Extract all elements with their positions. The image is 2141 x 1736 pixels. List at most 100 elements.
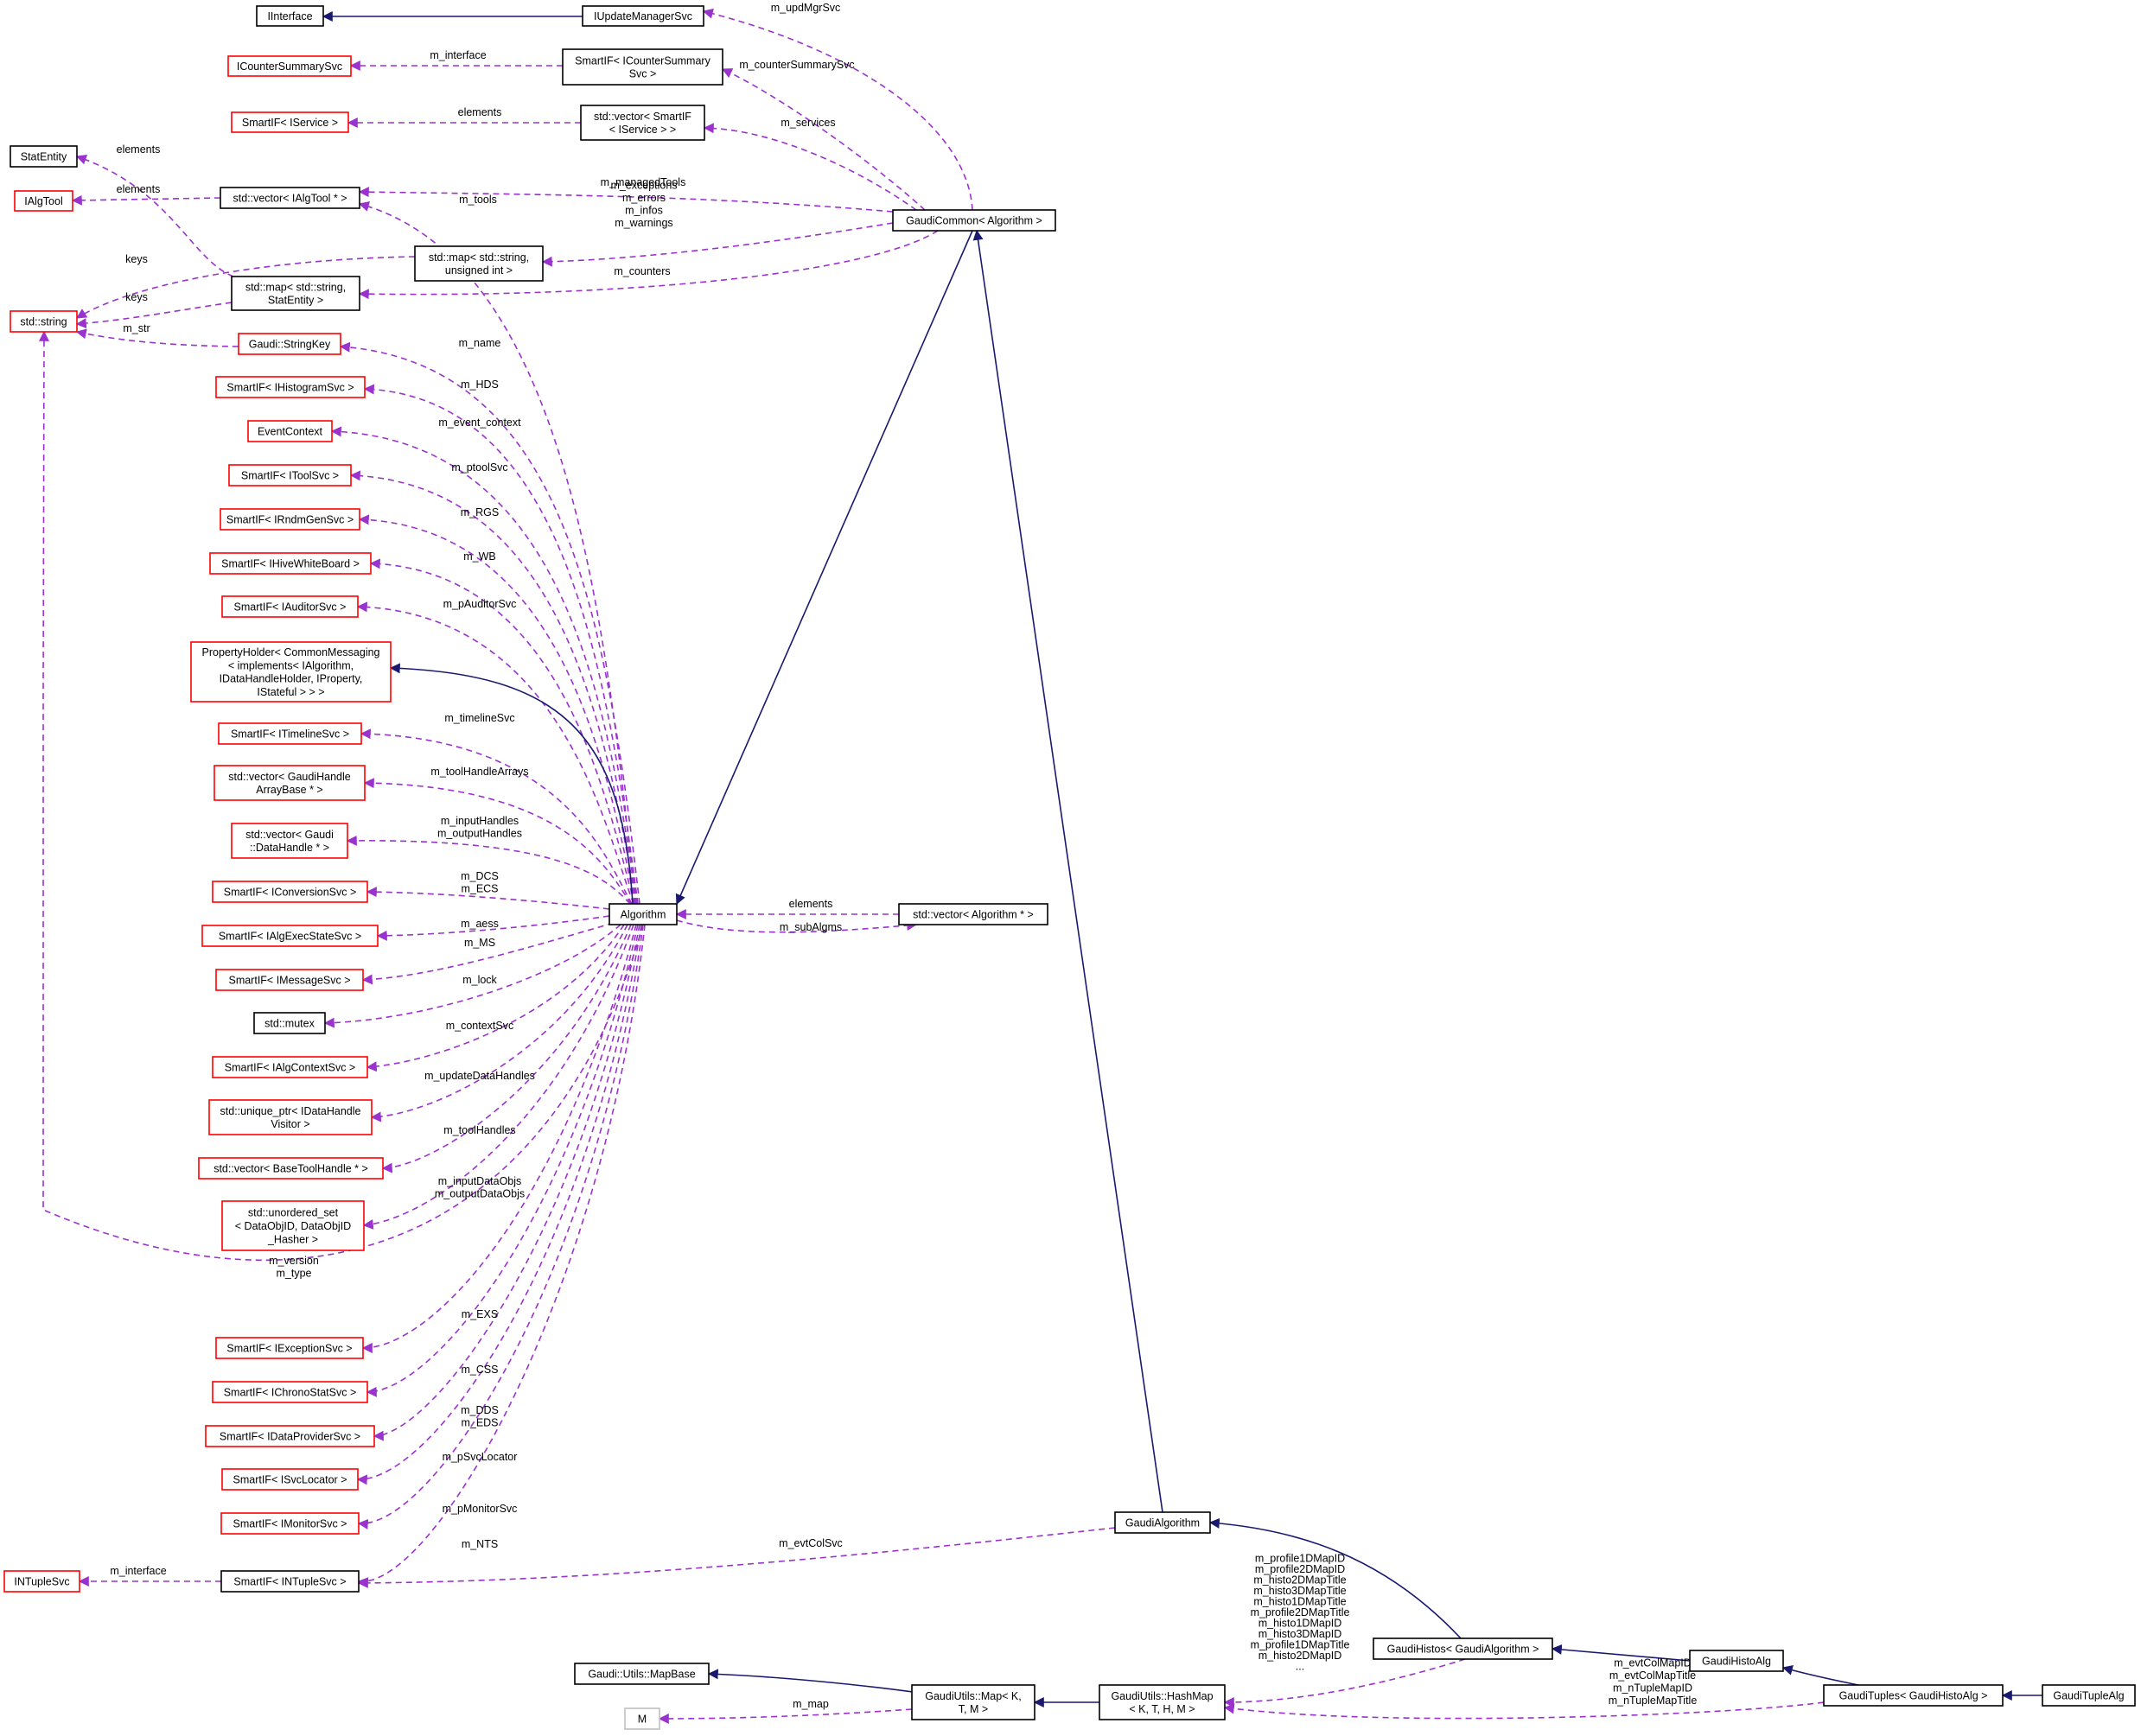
class-node-gaudituples-gaudihistoalg[interactable]: GaudiTuples< GaudiHistoAlg > xyxy=(1823,1684,2004,1707)
class-node-smartif-iauditorsvc[interactable]: SmartIF< IAuditorSvc > xyxy=(221,595,359,618)
class-node-smartif-imessagesvc[interactable]: SmartIF< IMessageSvc > xyxy=(215,969,364,991)
edge-label: m_type xyxy=(277,1267,312,1279)
class-node-smartif-iservice[interactable]: SmartIF< IService > xyxy=(231,111,349,133)
class-node-gaudi-stringkey[interactable]: Gaudi::StringKey xyxy=(238,333,341,355)
edge-label: m_inputDataObjs xyxy=(438,1175,522,1187)
class-node-smartif-itoolsvc[interactable]: SmartIF< IToolSvc > xyxy=(228,464,352,486)
class-node-ialgtool[interactable]: IAlgTool xyxy=(14,190,73,212)
node-label-line: std::mutex xyxy=(264,1018,315,1030)
class-node-std-string[interactable]: std::string xyxy=(10,310,78,333)
edge-label: m_WB xyxy=(463,550,496,563)
class-node-smartif-ihistogramsvc[interactable]: SmartIF< IHistogramSvc > xyxy=(215,376,366,398)
class-node-gaudi-utils-mapbase[interactable]: Gaudi::Utils::MapBase xyxy=(574,1663,710,1685)
edge-label: m_evtColSvc xyxy=(779,1537,843,1549)
node-box xyxy=(231,823,348,859)
inheritance-edge-gaudiutils-map-to-gaudi-utils-mapbase xyxy=(707,1669,926,1695)
class-node-smartif-ialgexecstatesvc[interactable]: SmartIF< IAlgExecStateSvc > xyxy=(201,925,379,947)
node-box xyxy=(256,5,324,27)
edge-label: m_managedTools xyxy=(601,176,686,188)
class-node-smartif-idataprovidersvc[interactable]: SmartIF< IDataProviderSvc > xyxy=(205,1425,375,1447)
class-node-smartif-iexceptionsvc[interactable]: SmartIF< IExceptionSvc > xyxy=(215,1337,364,1359)
class-node-gaudituplealg[interactable]: GaudiTupleAlg xyxy=(2042,1684,2136,1707)
node-box xyxy=(221,595,359,618)
class-node-m[interactable]: M xyxy=(624,1707,660,1730)
node-label-line: SmartIF< IMessageSvc > xyxy=(228,975,350,987)
edge-label: m_profile1DMapTitle xyxy=(1251,1639,1350,1651)
class-node-vector-basetoolhandle[interactable]: std::vector< BaseToolHandle * > xyxy=(198,1157,384,1180)
class-node-gaudiutils-hashmap[interactable]: GaudiUtils::HashMap< K, T, H, M > xyxy=(1099,1684,1226,1720)
edges-layer xyxy=(38,8,2042,1724)
class-node-icountersummarysvc[interactable]: ICounterSummarySvc xyxy=(227,55,352,77)
node-label-line: SmartIF< IToolSvc > xyxy=(241,470,339,482)
inheritance-edge-gaudituples-gaudihistoalg-to-gaudihistoalg xyxy=(1781,1665,1859,1686)
class-node-vector-ialgtool[interactable]: std::vector< IAlgTool * > xyxy=(220,187,360,209)
class-node-smartif-iconversionsvc[interactable]: SmartIF< IConversionSvc > xyxy=(212,881,368,903)
class-node-intuplesvc[interactable]: INTupleSvc xyxy=(3,1570,80,1593)
member-edge-vector-ialgtool-to-ialgtool xyxy=(71,194,221,206)
class-node-vector-smartif-iservice[interactable]: std::vector< SmartIF< IService > > xyxy=(580,105,705,141)
class-node-std-mutex[interactable]: std::mutex xyxy=(253,1012,326,1034)
node-box xyxy=(218,722,362,745)
class-node-gaudicommon-algorithm[interactable]: GaudiCommon< Algorithm > xyxy=(892,209,1056,232)
node-box xyxy=(212,1056,368,1078)
node-box xyxy=(231,111,349,133)
node-box xyxy=(892,209,1056,232)
node-box xyxy=(1099,1684,1226,1720)
edge-label: m_lock xyxy=(462,974,497,986)
node-box xyxy=(574,1663,710,1685)
class-node-unordered-set-dataobjid[interactable]: std::unordered_set< DataObjID, DataObjID… xyxy=(221,1200,365,1251)
class-node-algorithm[interactable]: Algorithm xyxy=(609,903,678,925)
member-edge-algorithm-to-smartif-ichronostatsvc xyxy=(366,924,639,1397)
node-label-line: SmartIF< IService > xyxy=(242,117,338,129)
class-node-vector-algorithm[interactable]: std::vector< Algorithm * > xyxy=(898,903,1048,925)
class-node-smartif-intuplesvc[interactable]: SmartIF< INTupleSvc > xyxy=(220,1570,360,1593)
class-node-vector-datahandle[interactable]: std::vector< Gaudi::DataHandle * > xyxy=(231,823,348,859)
inheritance-edge-gaudicommon-algorithm-to-algorithm xyxy=(675,230,973,906)
node-label-line: ArrayBase * > xyxy=(256,784,322,796)
node-box xyxy=(221,1200,365,1251)
class-node-gaudihistos-gaudialgorithm[interactable]: GaudiHistos< GaudiAlgorithm > xyxy=(1373,1637,1553,1660)
node-label-line: Algorithm xyxy=(621,909,666,921)
class-node-map-string-statentity[interactable]: std::map< std::string,StatEntity > xyxy=(231,276,360,311)
class-node-smartif-irndmgensvc[interactable]: SmartIF< IRndmGenSvc > xyxy=(220,508,360,531)
member-edge-algorithm-to-smartif-iconversionsvc xyxy=(366,887,610,910)
class-node-propertyholder[interactable]: PropertyHolder< CommonMessaging< impleme… xyxy=(190,641,392,703)
node-box xyxy=(238,333,341,355)
class-node-eventcontext[interactable]: EventContext xyxy=(247,420,333,442)
member-edge-algorithm-to-unique-ptr-idatahandlevisitor xyxy=(370,924,628,1122)
class-node-smartif-ihivewhiteboard[interactable]: SmartIF< IHiveWhiteBoard > xyxy=(209,552,372,575)
class-node-statentity[interactable]: StatEntity xyxy=(10,145,78,168)
class-node-gaudihistoalg[interactable]: GaudiHistoAlg xyxy=(1689,1650,1784,1672)
edge-label: m_updMgrSvc xyxy=(771,2,841,14)
class-node-smartif-ialgcontextsvc[interactable]: SmartIF< IAlgContextSvc > xyxy=(212,1056,368,1078)
node-label-line: EventContext xyxy=(258,426,323,438)
node-box xyxy=(213,765,366,801)
class-node-gaudialgorithm[interactable]: GaudiAlgorithm xyxy=(1114,1511,1211,1534)
class-node-smartif-itimelinesvc[interactable]: SmartIF< ITimelineSvc > xyxy=(218,722,362,745)
edge-label: m_updateDataHandles xyxy=(424,1070,535,1082)
inheritance-edge-algorithm-to-propertyholder xyxy=(389,663,634,905)
class-node-map-string-uint[interactable]: std::map< std::string,unsigned int > xyxy=(414,245,544,282)
edge-label: elements xyxy=(789,898,833,910)
member-edge-algorithm-to-smartif-itoolsvc xyxy=(349,470,637,905)
node-label-line: SmartIF< IAuditorSvc > xyxy=(234,601,347,614)
edge-label: m_outputHandles xyxy=(437,827,522,839)
edge-label: m_histo3DMapID xyxy=(1258,1628,1342,1640)
member-edge-algorithm-to-smartif-imonitorsvc xyxy=(357,924,644,1529)
member-edge-algorithm-to-eventcontext xyxy=(330,426,638,905)
edge-label: m_NTS xyxy=(462,1538,498,1550)
node-box xyxy=(1114,1511,1211,1534)
class-node-smartif-isvclocator[interactable]: SmartIF< ISvcLocator > xyxy=(221,1468,359,1491)
class-node-smartif-icountersummarysvc[interactable]: SmartIF< ICounterSummarySvc > xyxy=(562,48,723,86)
edge-label: m_infos xyxy=(625,204,663,216)
class-node-iupdatemanagersvc[interactable]: IUpdateManagerSvc xyxy=(582,5,704,27)
class-node-gaudiutils-map[interactable]: GaudiUtils::Map< K,T, M > xyxy=(911,1684,1035,1720)
class-node-smartif-ichronostatsvc[interactable]: SmartIF< IChronoStatSvc > xyxy=(212,1381,368,1403)
class-node-smartif-imonitorsvc[interactable]: SmartIF< IMonitorSvc > xyxy=(220,1512,360,1535)
node-box xyxy=(215,376,366,398)
node-label-line: std::vector< BaseToolHandle * > xyxy=(213,1163,368,1175)
member-edge-map-string-statentity-to-std-string xyxy=(75,302,233,329)
class-node-iinterface[interactable]: IInterface xyxy=(256,5,324,27)
